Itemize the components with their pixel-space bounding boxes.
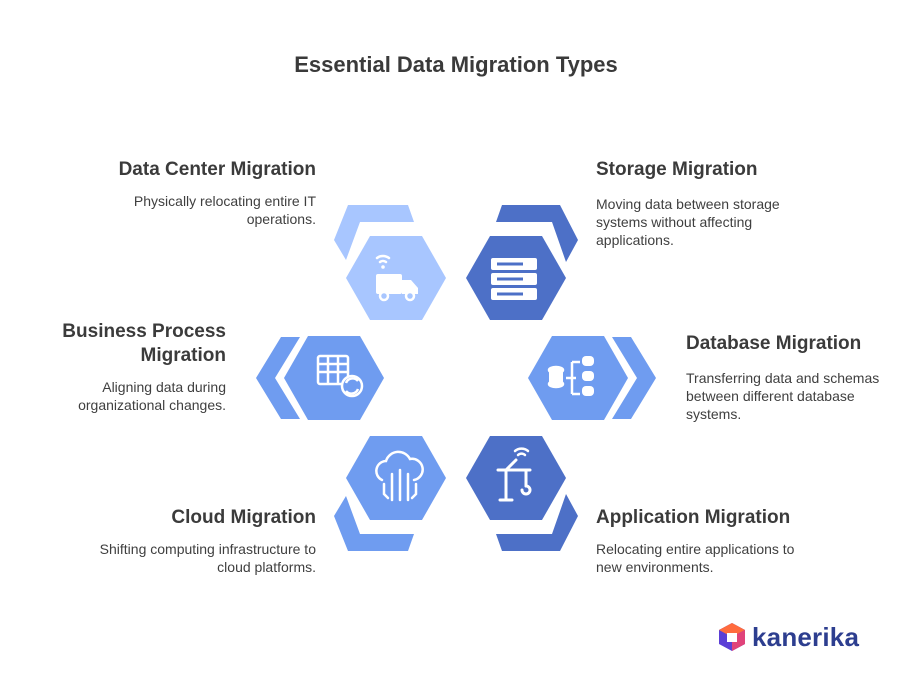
hex-cloud <box>346 436 446 520</box>
desc-cloud-migration: Shifting computing infrastructure to clo… <box>99 541 316 575</box>
storage-stack-icon <box>491 258 537 300</box>
brand-name: kanerika <box>752 621 860 652</box>
heading-business-process-migration: Business Process Migration <box>62 321 226 366</box>
desc-data-center-migration: Physically relocating entire IT operatio… <box>133 193 316 227</box>
desc-database-migration: Transferring data and schemas between di… <box>686 370 880 422</box>
hex-business-process <box>284 336 384 420</box>
band-application <box>496 494 578 551</box>
band-business-process <box>256 337 300 419</box>
heading-cloud-migration: Cloud Migration <box>171 507 316 528</box>
band-database <box>612 337 656 419</box>
band-data-center <box>334 205 414 260</box>
page-title: Essential Data Migration Types <box>294 52 618 77</box>
desc-business-process-migration: Aligning data during organizational chan… <box>78 379 226 413</box>
heading-application-migration: Application Migration <box>596 507 791 528</box>
truck-wifi-icon <box>375 254 418 302</box>
outer-bands <box>256 205 656 551</box>
band-cloud <box>334 496 414 551</box>
table-sync-icon <box>316 354 364 398</box>
brand-logo: kanerika <box>718 620 859 654</box>
cloud-circuit-icon <box>375 450 424 502</box>
hex-database <box>528 336 628 420</box>
band-storage <box>496 205 578 262</box>
hex-application <box>466 436 566 520</box>
heading-database-migration: Database Migration <box>686 333 862 354</box>
heading-data-center-migration: Data Center Migration <box>118 159 316 180</box>
heading-storage-migration: Storage Migration <box>596 159 758 180</box>
kanerika-logo-icon <box>719 623 745 651</box>
crane-wifi-icon <box>496 447 532 502</box>
database-flow-icon <box>547 356 594 396</box>
desc-storage-migration: Moving data between storage systems with… <box>596 196 780 248</box>
desc-application-migration: Relocating entire applications to new en… <box>596 541 795 575</box>
